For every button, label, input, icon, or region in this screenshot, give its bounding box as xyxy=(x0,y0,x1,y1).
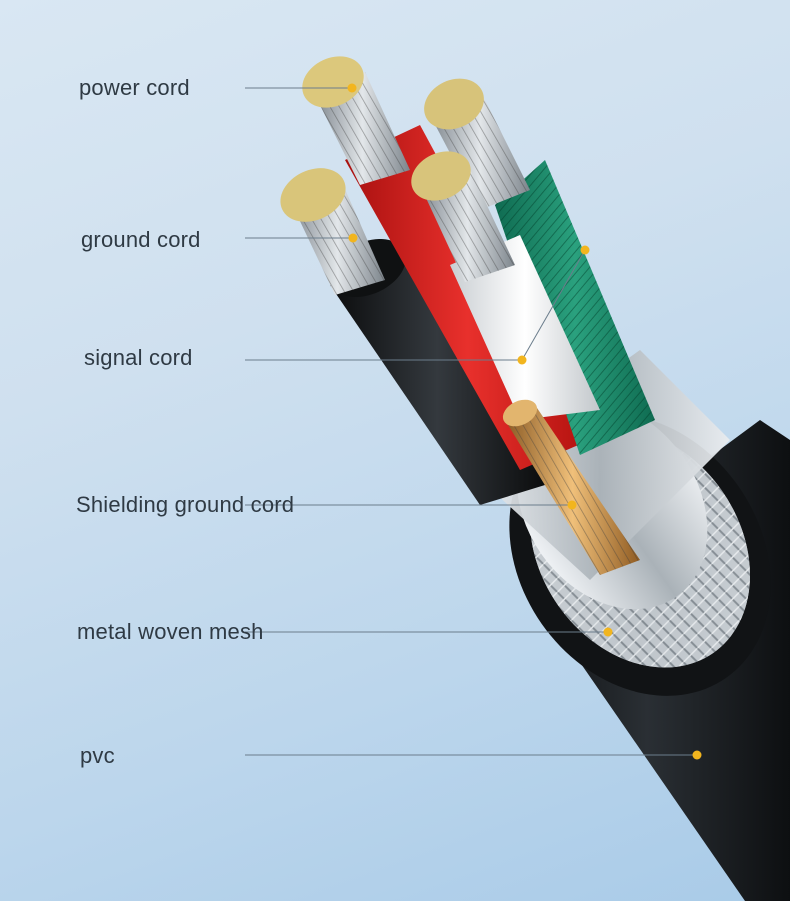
black-wire xyxy=(280,168,545,505)
label-pvc: pvc xyxy=(80,743,115,768)
leader-lines xyxy=(245,87,697,756)
label-metal-woven-mesh: metal woven mesh xyxy=(77,619,264,644)
label-ground-cord: ground cord xyxy=(81,227,201,252)
label-shielding-ground-cord: Shielding ground cord xyxy=(76,492,295,517)
dot-signal-white xyxy=(517,355,527,365)
dot-ground xyxy=(348,233,358,243)
dot-signal-green xyxy=(580,245,590,255)
foil-shield xyxy=(470,350,730,580)
marker-dots xyxy=(347,83,702,760)
dot-shield xyxy=(567,500,577,510)
leader-signal-green xyxy=(521,249,586,361)
label-signal-cord: signal cord xyxy=(84,345,193,370)
label-power-cord: power cord xyxy=(79,75,190,100)
white-wire xyxy=(411,151,600,420)
dot-pvc xyxy=(692,750,702,760)
copper-drain-wire xyxy=(502,399,640,575)
dot-mesh xyxy=(603,627,613,637)
dot-power xyxy=(347,83,357,93)
green-wire xyxy=(424,78,655,455)
